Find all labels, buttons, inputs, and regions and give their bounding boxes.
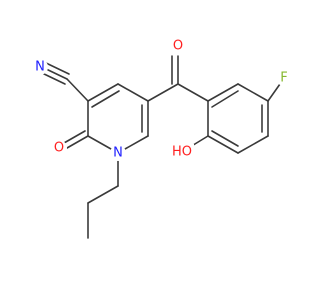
atom-fluorine: F bbox=[276, 70, 292, 86]
carbonyl-bond-2 bbox=[63, 130, 86, 144]
bond-ketone-phenyl bbox=[177, 83, 209, 102]
bond-cn-ring bbox=[66, 78, 89, 102]
nitrile-bond-3 bbox=[45, 62, 70, 75]
atom-label-oh: HO bbox=[172, 145, 192, 160]
bond-ring-ketone bbox=[147, 83, 179, 102]
bond-c-f bbox=[267, 83, 281, 102]
bond-lines bbox=[41, 55, 281, 239]
ring-bond-c4-c5 bbox=[117, 83, 149, 102]
propyl-bond-2 bbox=[87, 185, 119, 204]
phenyl-bond-2 bbox=[237, 83, 269, 102]
carbonyl-bond-1 bbox=[66, 135, 89, 149]
atom-nitrile-n: N bbox=[32, 59, 48, 75]
nitrile-bond-2 bbox=[41, 72, 66, 85]
atom-label-o-ketone: O bbox=[173, 39, 183, 54]
atom-label-o-ring-carbonyl: O bbox=[54, 141, 64, 156]
ring-bond-c3-c4 bbox=[87, 83, 119, 102]
ring-bond-c3-c4-inner bbox=[91, 90, 120, 108]
ring-bond-c6-n1 bbox=[124, 135, 149, 150]
phenyl-bond-1-inner bbox=[211, 90, 239, 108]
phenyl-bond-5 bbox=[207, 135, 239, 154]
ring-bond-n1-c2 bbox=[87, 135, 112, 150]
molecule-structure-diagram: N O N O F HO bbox=[32, 38, 292, 239]
atom-label-f: F bbox=[280, 71, 287, 86]
atom-ring-carbonyl-o: O bbox=[51, 140, 67, 156]
atom-label-n-ring: N bbox=[113, 146, 123, 161]
phenyl-bond-1 bbox=[207, 83, 239, 102]
phenyl-bond-5-inner bbox=[211, 130, 239, 147]
atom-ring-n: N bbox=[110, 145, 126, 161]
atom-ketone-o: O bbox=[170, 38, 186, 54]
phenyl-bond-4 bbox=[237, 135, 269, 154]
atom-hydroxyl: HO bbox=[170, 144, 194, 160]
nitrile-bond-1 bbox=[43, 67, 68, 80]
atom-label-n-nitrile: N bbox=[35, 60, 45, 75]
atom-labels: N O N O F HO bbox=[32, 38, 292, 161]
